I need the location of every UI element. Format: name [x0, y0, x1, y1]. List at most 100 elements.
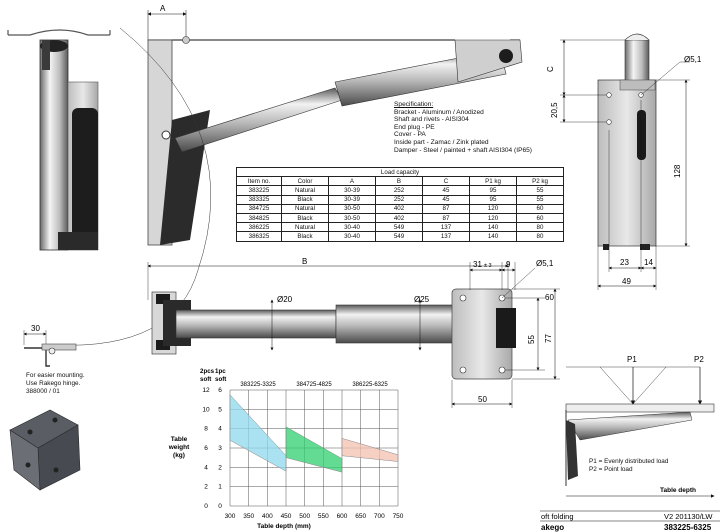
table-depth-arrow-label: Table depth: [660, 487, 696, 494]
table-cell: 30-50: [328, 212, 376, 224]
chart-band-0: [229, 394, 287, 472]
table-cell: 55: [516, 194, 564, 205]
footer-left-title: oft folding: [541, 512, 574, 521]
chart-band-1: [285, 426, 343, 473]
table-header: C: [422, 176, 470, 187]
chart-y-tick-1pc: 0: [218, 503, 222, 510]
specification-block: Specification: Bracket - Aluminum / Anod…: [394, 101, 532, 154]
chart-ylabel: (kg): [173, 452, 185, 459]
chart-series-label: 384725-4825: [296, 382, 332, 388]
dim-31: 31: [473, 260, 482, 269]
chart-y-tick-1pc: 2: [218, 464, 222, 471]
table-cell: 95: [469, 185, 517, 196]
table-cell: 80: [516, 231, 564, 242]
table-cell: 140: [469, 231, 517, 242]
dim-dia20: Ø20: [277, 295, 293, 304]
table-cell: 30-40: [328, 222, 376, 233]
chart-x-tick: 600: [337, 513, 348, 520]
dim-9: 9: [506, 260, 511, 269]
table-cell: Natural: [281, 185, 329, 196]
table-cell: 55: [516, 185, 564, 196]
chart-y-tick-2pcs: 12: [202, 387, 210, 394]
table-cell: 30-39: [328, 185, 376, 196]
dim-50: 50: [478, 395, 487, 404]
chart-ylabel: weight: [168, 444, 190, 451]
table-cell: 87: [422, 212, 470, 224]
table-header: B: [375, 176, 423, 187]
table-cell: 140: [469, 222, 517, 233]
table-cell: 87: [422, 203, 470, 214]
table-cell: 60: [516, 212, 564, 224]
hinge-note-line: Use Rakego hinge.: [26, 379, 81, 387]
chart-y-tick-2pcs: 4: [204, 464, 208, 471]
dim-c: C: [546, 66, 555, 72]
table-cell: 30-40: [328, 231, 376, 242]
dim-14: 14: [644, 258, 653, 267]
chart-x-tick: 300: [225, 513, 236, 520]
table-cell: 384725: [236, 203, 282, 214]
spec-line: Cover - PA: [394, 131, 426, 139]
chart-series-label: 386225-6325: [352, 382, 388, 388]
p1-label: P1: [627, 355, 637, 364]
dim-30: 30: [31, 324, 40, 333]
chart-x-tick: 450: [281, 513, 292, 520]
chart-x-tick: 550: [318, 513, 329, 520]
table-cell: 95: [469, 194, 517, 205]
hinge-detail: [23, 330, 77, 367]
table-caption: Load capacity: [236, 166, 564, 178]
chart-y-tick-2pcs: 2: [204, 484, 208, 491]
spec-line: Inside part - Zamac / Zink plated: [394, 138, 489, 146]
chart-y-tick-1pc: 5: [218, 406, 222, 413]
chart-x-tick: 500: [299, 513, 310, 520]
table-cell: 60: [516, 203, 564, 214]
table-cell: 402: [375, 212, 423, 224]
table-cell: 549: [375, 222, 423, 233]
load-legend-p1: P1 = Evenly distributed load: [589, 458, 669, 465]
table-header: A: [328, 176, 376, 187]
table-cell: 30-39: [328, 194, 376, 205]
front-view-folded: [7, 29, 111, 251]
dim-hole-plate: Ø5,1: [536, 259, 554, 268]
table-cell: Black: [281, 231, 329, 242]
chart-series-label: 383225-3325: [240, 382, 276, 388]
chart-y-title-2pcs: 2pcs: [200, 368, 215, 375]
footer-version: V2 201130/LW: [664, 512, 713, 521]
chart-x-tick: 700: [374, 513, 385, 520]
table-cell: 137: [422, 222, 470, 233]
table-cell: 549: [375, 231, 423, 242]
chart-x-tick: 750: [393, 513, 404, 520]
table-cell: 45: [422, 194, 470, 205]
chart-y-title-1pc: 1pc: [215, 368, 226, 375]
top-view-extended: [147, 262, 560, 408]
table-cell: 45: [422, 185, 470, 196]
dim-hole-top: Ø5,1: [684, 55, 702, 64]
chart-y-tick-1pc: 4: [218, 426, 222, 433]
table-cell: Natural: [281, 203, 329, 214]
chart-x-tick: 650: [355, 513, 366, 520]
table-cell: 252: [375, 194, 423, 205]
table-cell: 30-50: [328, 203, 376, 214]
chart-xlabel: Table depth (mm): [257, 523, 311, 530]
spec-line: Damper - Steel / painted + shaft AISI304…: [394, 146, 532, 154]
hinge-3d-image: [9, 409, 81, 491]
table-cell: 80: [516, 222, 564, 233]
table-cell: 383225: [236, 185, 282, 196]
load-sketch: [565, 366, 715, 498]
dim-77: 77: [544, 334, 553, 343]
table-cell: Black: [281, 194, 329, 205]
dim-55: 55: [527, 335, 536, 344]
spec-line: Shaft and rivets - AISI304: [394, 116, 469, 124]
chart-y-tick-2pcs: 0: [204, 503, 208, 510]
table-cell: 386225: [236, 222, 282, 233]
dim-128: 128: [673, 164, 682, 178]
dim-60: 60: [545, 293, 554, 302]
chart-x-tick: 400: [262, 513, 273, 520]
footer-part-no: 383225-6325: [664, 523, 712, 532]
chart-band-2: [341, 437, 399, 462]
end-view: [560, 33, 690, 290]
